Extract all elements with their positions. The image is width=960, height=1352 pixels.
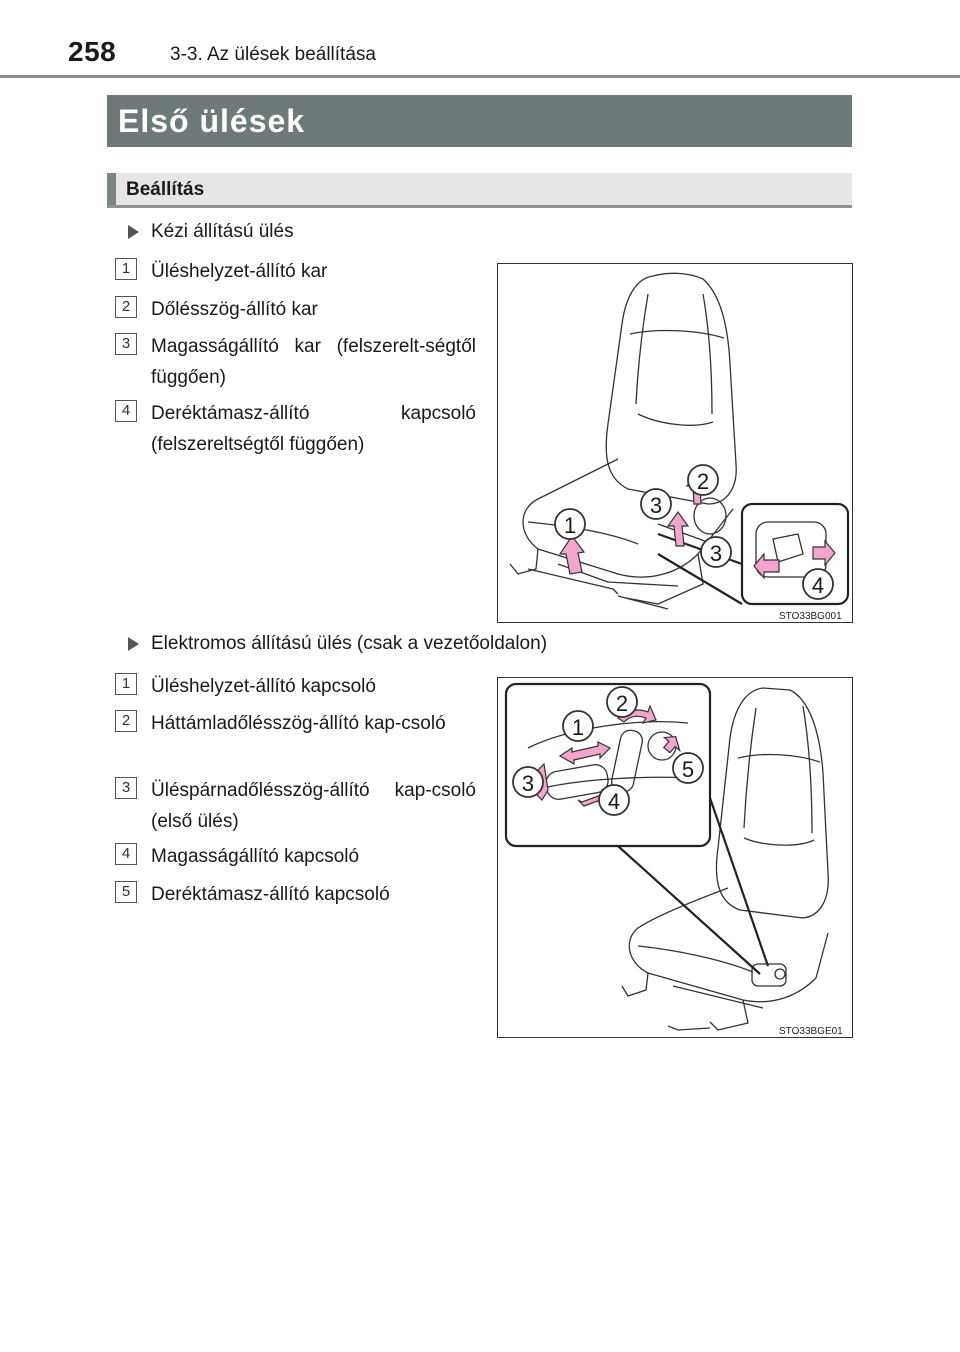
callout-4: 4 (607, 789, 621, 814)
manual-item-4-number: 4 (115, 400, 137, 422)
callout-4: 4 (811, 573, 825, 598)
power-seat-heading: Elektromos állítású ülés (csak a vezetőo… (128, 633, 547, 655)
manual-item-2-number: 2 (115, 296, 137, 318)
callout-3-inset: 3 (709, 541, 723, 566)
power-seat-illustration (504, 682, 829, 1031)
power-item-3-text: Üléspárnadőlésszög-állító kap-csoló (els… (151, 780, 476, 832)
figure-code: STO33BGE01 (779, 1026, 843, 1037)
running-head: 3-3. Az ülések beállítása (170, 44, 376, 65)
callout-3: 3 (521, 771, 535, 796)
power-seat-figure: 1 2 3 4 5 STO33BGE01 (497, 677, 853, 1038)
subsection-banner (107, 173, 852, 205)
callout-5: 5 (681, 757, 695, 782)
manual-item-1-number: 1 (115, 258, 137, 280)
power-item-3-number: 3 (115, 777, 137, 799)
callout-1: 1 (571, 715, 585, 740)
subsection-title: Beállítás (126, 179, 205, 200)
power-seat-heading-text: Elektromos állítású ülés (csak a vezetőo… (151, 633, 548, 654)
triangle-bullet-icon (128, 636, 139, 651)
subsection-accent (107, 173, 116, 205)
manual-item-4-text: Deréktámasz-állító kapcsoló (felszerelts… (151, 403, 476, 455)
page-number: 258 (68, 36, 117, 67)
manual-seat-figure: 1 2 3 3 4 STO33BG001 (497, 263, 853, 623)
callout-2: 2 (696, 469, 710, 494)
subsection-rule (107, 205, 852, 208)
manual-item-3-text: Magasságállító kar (felszerelt-ségtől fü… (151, 336, 476, 388)
header-rule (0, 75, 960, 78)
manual-item-1-text: Üléshelyzet-állító kar (151, 261, 328, 282)
callout-2: 2 (615, 691, 629, 716)
callout-1: 1 (563, 513, 577, 538)
manual-seat-heading: Kézi állítású ülés (128, 221, 294, 243)
triangle-bullet-icon (128, 224, 139, 239)
power-item-2-number: 2 (115, 710, 137, 732)
power-item-2-text: Háttámladőlésszög-állító kap-csoló (151, 713, 446, 734)
manual-item-3-number: 3 (115, 333, 137, 355)
power-item-5-number: 5 (115, 881, 137, 903)
figure-code: STO33BG001 (779, 611, 842, 622)
power-item-1-number: 1 (115, 673, 137, 695)
manual-item-2-text: Dőlésszög-állító kar (151, 299, 318, 320)
callout-3: 3 (649, 493, 663, 518)
power-item-4-text: Magasságállító kapcsoló (151, 846, 360, 867)
section-title: Első ülések (118, 103, 306, 139)
section-banner (107, 95, 852, 147)
manual-seat-heading-text: Kézi állítású ülés (151, 221, 294, 242)
power-item-1-text: Üléshelyzet-állító kapcsoló (151, 676, 376, 697)
manual-seat-illustration (509, 272, 850, 610)
power-item-5-text: Deréktámasz-állító kapcsoló (151, 884, 390, 905)
power-item-4-number: 4 (115, 843, 137, 865)
